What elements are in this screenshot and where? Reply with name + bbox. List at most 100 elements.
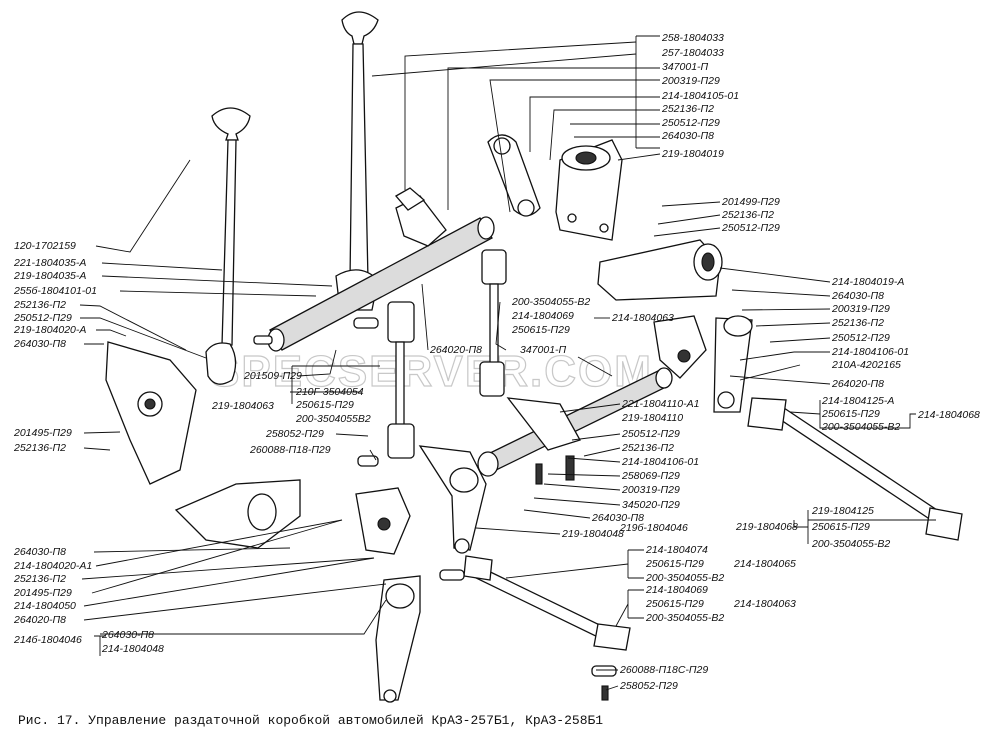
part-label: 219-1804019 bbox=[661, 148, 724, 160]
part-label: 201509-П29 bbox=[243, 370, 302, 382]
part-label: 257-1804033 bbox=[661, 47, 724, 59]
bracket-lower-left bbox=[174, 479, 301, 549]
part-label: 201499-П29 bbox=[721, 196, 780, 208]
figure-caption: Рис. 17. Управление раздаточной коробкой… bbox=[18, 713, 603, 728]
watermark: SPECSERVER.COM bbox=[210, 347, 653, 396]
lever-214-1804048 bbox=[375, 575, 421, 703]
lever-arm-top bbox=[487, 134, 541, 217]
part-label: 200-3504055-В2 bbox=[511, 296, 590, 308]
part-label: 214-1804063 bbox=[733, 598, 796, 610]
part-label: 200-3504055-В2 bbox=[645, 572, 724, 584]
rod-214-1804063 bbox=[463, 555, 631, 651]
part-label: 250615-П29 bbox=[645, 558, 704, 570]
part-label: 210А-4202165 bbox=[831, 359, 901, 371]
part-label: 250512-П29 bbox=[621, 428, 680, 440]
part-label: 252136-П2 bbox=[13, 573, 66, 585]
part-label: 219-1804020-А bbox=[13, 324, 86, 336]
part-label: 219-1804068 bbox=[735, 521, 798, 533]
part-label: 347001-П bbox=[662, 61, 709, 73]
part-label: 214-1804050 bbox=[13, 600, 76, 612]
rod-center-1 bbox=[387, 301, 415, 459]
part-label: 264020-П8 bbox=[429, 344, 482, 356]
part-label: 214-1804020-А1 bbox=[13, 560, 92, 572]
labels-center: 201509-П29 219-1804063 210Г-3504054 2506… bbox=[211, 296, 796, 692]
part-label: 200319-П29 bbox=[661, 75, 720, 87]
shift-lever-center bbox=[335, 11, 379, 311]
part-label: 252136-П2 bbox=[661, 103, 714, 115]
part-label: 200-3504055-В2 bbox=[645, 612, 724, 624]
part-label: 252136-П2 bbox=[721, 209, 774, 221]
part-label: 347001-П bbox=[520, 344, 567, 356]
part-label: 214-1804019-А bbox=[831, 276, 904, 288]
labels-left: 120-1702159 221-1804035-А 219-1804035-А … bbox=[13, 240, 97, 350]
part-label: 250615-П29 bbox=[295, 399, 354, 411]
part-label: 214-1804106-01 bbox=[831, 346, 909, 358]
part-label: 250512-П29 bbox=[661, 117, 720, 129]
part-label: 214-1804125-А bbox=[821, 395, 894, 407]
part-label: 219-1804125 bbox=[811, 505, 874, 517]
part-label: 214-1804063 bbox=[611, 312, 674, 324]
part-label: 214-1804069 bbox=[645, 584, 708, 596]
part-label: 214б-1804046 bbox=[13, 634, 82, 646]
shift-lever-left bbox=[205, 107, 251, 385]
part-label: 200-3504055В2 bbox=[295, 413, 371, 425]
bracket-214-1804050 bbox=[355, 487, 411, 555]
part-label: 214-1804074 bbox=[645, 544, 708, 556]
part-label: 214-1804065 bbox=[733, 558, 796, 570]
part-label: 260088-П18-П29 bbox=[249, 444, 331, 456]
block-bracket bbox=[653, 315, 707, 379]
lever-219-1804048 bbox=[418, 445, 487, 554]
part-label: 120-1702159 bbox=[14, 240, 76, 252]
labels-left-b: 201495-П29 252136-П2 bbox=[13, 427, 72, 454]
part-label: 201495-П29 bbox=[13, 587, 72, 599]
part-label: 214-1804069 bbox=[511, 310, 574, 322]
part-label: 214-1804068 bbox=[917, 409, 980, 421]
part-label: 264030-П8 bbox=[831, 290, 884, 302]
part-label: 264020-П8 bbox=[13, 614, 66, 626]
labels-right-c: 214-1804125-А 250615-П29 200-3504055-В2 … bbox=[821, 395, 980, 433]
part-label: 201495-П29 bbox=[13, 427, 72, 439]
part-label: 210Г-3504054 bbox=[295, 386, 364, 398]
part-label: 250615-П29 bbox=[511, 324, 570, 336]
pins bbox=[253, 317, 617, 701]
part-label: 264030-П8 bbox=[101, 629, 154, 641]
part-label: 264030-П8 bbox=[661, 130, 714, 142]
part-label: 221-1804035-А bbox=[13, 257, 86, 269]
part-label: 200319-П29 bbox=[621, 484, 680, 496]
part-label: 250512-П29 bbox=[721, 222, 780, 234]
part-label: 219-1804035-А bbox=[13, 270, 86, 282]
part-label: 214-1804106-01 bbox=[621, 456, 699, 468]
part-label: 252136-П2 bbox=[13, 442, 66, 454]
part-label: 258-1804033 bbox=[661, 32, 724, 44]
part-label: 250512-П29 bbox=[831, 332, 890, 344]
bracket-214-1804019-a bbox=[597, 239, 723, 301]
labels-left-c: 264030-П8 214-1804020-А1 252136-П2 20149… bbox=[13, 546, 164, 655]
part-label: 214-1804105-01 bbox=[661, 90, 739, 102]
part-label: 221-1804110-А1 bbox=[621, 398, 699, 410]
leader-lines bbox=[79, 35, 936, 691]
part-label: 258052-П29 bbox=[619, 680, 678, 692]
part-label: 200319-П29 bbox=[831, 303, 890, 315]
part-label: 219-1804048 bbox=[561, 528, 624, 540]
bracket-219-1804019 bbox=[555, 139, 623, 241]
labels-right-top: 258-1804033 257-1804033 347001-П 200319-… bbox=[661, 32, 739, 160]
part-label: 252136-П2 bbox=[13, 299, 66, 311]
part-label: 264030-П8 bbox=[13, 338, 66, 350]
part-label: 250512-П29 bbox=[13, 312, 72, 324]
part-label: 258052-П29 bbox=[265, 428, 324, 440]
part-label: 264030-П8 bbox=[13, 546, 66, 558]
labels-right-mid: 201499-П29 252136-П2 250512-П29 bbox=[721, 196, 780, 234]
rod-center-2 bbox=[479, 249, 507, 397]
part-label: 250615-П29 bbox=[811, 521, 870, 533]
part-label: 345020-П29 bbox=[622, 499, 680, 511]
part-label: 264030-П8 bbox=[591, 512, 644, 524]
part-label: 200-3504055-В2 bbox=[821, 421, 900, 433]
bell-crank-right bbox=[713, 315, 753, 413]
shaft-cross bbox=[477, 367, 673, 477]
part-label: 250615-П29 bbox=[821, 408, 880, 420]
part-label: 219б-1804046 bbox=[619, 522, 688, 534]
bracket-left bbox=[105, 341, 197, 485]
shaft-main bbox=[267, 187, 495, 352]
